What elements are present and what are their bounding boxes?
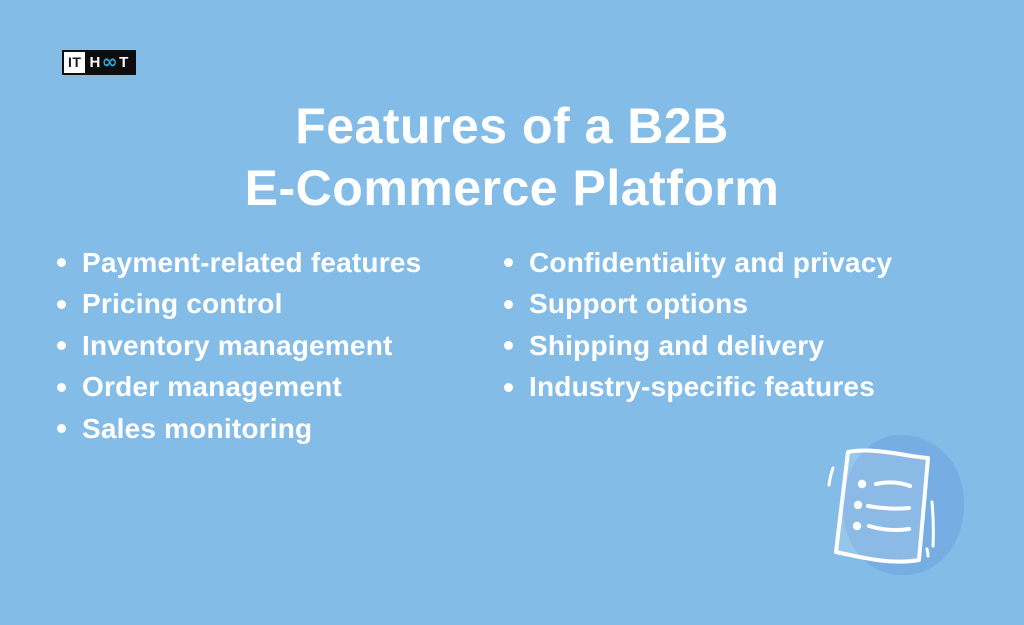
checklist-line-2 [866,504,911,511]
bullet-dot [504,299,513,309]
checklist-line-1 [874,480,912,488]
feature-label: Payment-related features [82,246,422,278]
accent-stroke-left [827,466,835,487]
checklist-dot-1 [857,479,867,489]
list-item: Payment-related features [57,242,421,284]
features-list-right: Confidentiality and privacy Support opti… [504,242,892,408]
feature-label: Sales monitoring [82,412,313,444]
bullet-dot [57,258,66,268]
feature-label: Inventory management [82,329,393,361]
checklist-dot-2 [853,500,863,510]
bullet-dot [57,424,66,434]
accent-stroke-right-long [930,500,935,548]
feature-label: Pricing control [82,288,283,320]
feature-label: Support options [529,288,749,320]
list-item: Pricing control [57,284,421,326]
list-item: Industry-specific features [504,367,892,409]
features-list-left: Payment-related features Pricing control… [57,242,421,450]
ithoot-logo: IT H ∞ T [62,50,136,75]
bullet-dot [57,341,66,351]
list-item: Support options [504,284,892,326]
bullet-dot [57,382,66,392]
list-item: Order management [57,367,421,409]
list-item: Shipping and delivery [504,325,892,367]
accent-stroke-right-short [925,547,930,558]
feature-label: Confidentiality and privacy [529,246,893,278]
bullet-dot [504,341,513,351]
logo-letter-t: T [119,54,129,71]
list-item: Inventory management [57,325,421,367]
bullet-dot [57,299,66,309]
checklist-dot-3 [852,521,862,531]
title-line-1: Features of a B2B [295,98,729,154]
bullet-dot [504,382,513,392]
logo-letter-h: H [89,54,101,71]
logo-hoot-badge: H ∞ T [85,52,133,73]
bullet-dot [504,258,513,268]
title-line-2: E-Commerce Platform [244,160,780,216]
feature-label: Industry-specific features [529,371,875,403]
logo-it-badge: IT [64,52,86,73]
infinity-icon: ∞ [101,51,119,73]
list-item: Confidentiality and privacy [504,242,892,284]
checklist-line-3 [867,524,911,532]
feature-label: Order management [82,371,342,403]
feature-label: Shipping and delivery [529,329,825,361]
list-item: Sales monitoring [57,408,421,450]
document-icon [827,448,935,564]
page-title: Features of a B2B E-Commerce Platform [0,95,1024,219]
checklist-illustration [827,434,965,576]
